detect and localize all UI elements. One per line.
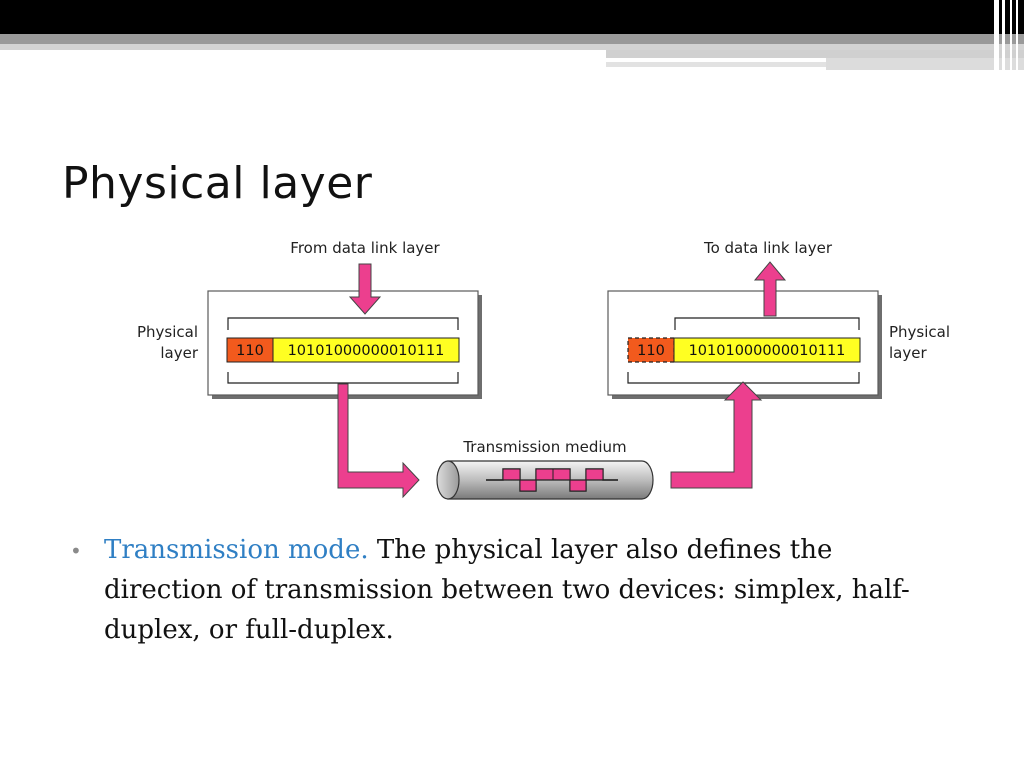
right-physical-label-line1: Physical <box>889 323 950 341</box>
left-physical-label-line2: layer <box>160 344 198 362</box>
receiver-physical-layer-box: 110 10101000000010111 <box>607 290 882 399</box>
right-physical-label-line2: layer <box>889 344 927 362</box>
header-bits-cell-right <box>627 337 675 363</box>
sender-physical-layer-box: 110 10101000000010111 <box>207 290 482 399</box>
up-arrow <box>753 261 787 317</box>
data-bits-left: 10101000000010111 <box>288 343 445 359</box>
transmission-medium-tube <box>436 460 654 500</box>
to-data-link-label: To data link layer <box>703 239 833 257</box>
bullet-text: Transmission mode. The physical layer al… <box>72 530 952 650</box>
from-data-link-label: From data link layer <box>290 239 440 257</box>
down-arrow <box>348 263 382 315</box>
header-bits-cell-left <box>226 337 274 363</box>
data-bits-cell-right <box>673 337 861 363</box>
send-to-medium-arrow <box>337 383 420 499</box>
transmission-medium-label: Transmission medium <box>462 438 626 456</box>
bullet-paragraph: • Transmission mode. The physical layer … <box>70 530 952 650</box>
data-bits-right: 10101000000010111 <box>689 343 846 359</box>
header-bits-left: 110 <box>236 343 264 359</box>
bullet-marker: • <box>70 539 82 563</box>
bullet-body: The physical layer also defines the dire… <box>104 535 910 645</box>
medium-to-receiver-arrow <box>670 381 763 489</box>
data-bits-cell-left <box>272 337 460 363</box>
slide-title: Physical layer <box>62 158 373 209</box>
bullet-highlight: Transmission mode. <box>104 535 369 565</box>
header-bits-right: 110 <box>637 343 665 359</box>
left-physical-label-line1: Physical <box>137 323 198 341</box>
